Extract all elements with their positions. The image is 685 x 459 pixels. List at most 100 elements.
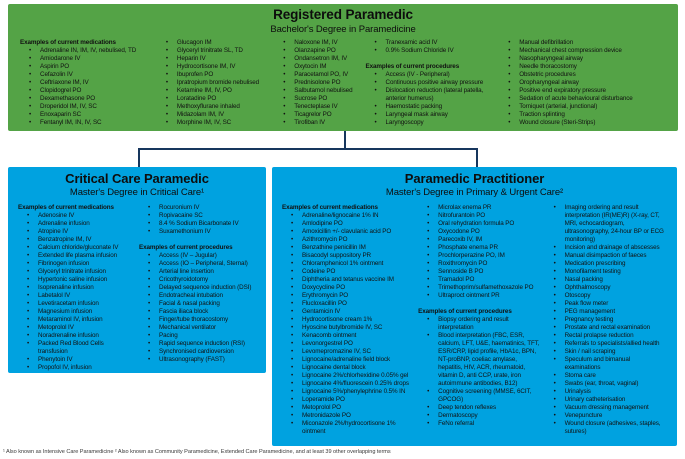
list-section: Manual defibrillationMechanical chest co… — [499, 39, 668, 127]
list-section: Microlax enema PRNitrofurantoin POOral r… — [418, 204, 540, 300]
registered-paramedic-box: Registered Paramedic Bachelor's Degree i… — [8, 4, 678, 131]
paramedic-practitioner-box: Paramedic Practitioner Master's Degree i… — [272, 167, 677, 446]
list-item: Adrenaline IN, IM, IV, nebulised, TD — [20, 47, 153, 55]
list-section: Examples of current proceduresBiopsy ord… — [418, 308, 540, 428]
list-item: Referrals to specialists/allied health — [545, 340, 667, 348]
list-item: Roxithromycin PO — [418, 260, 540, 268]
list-item: Glucagon IM — [157, 39, 270, 47]
registered-paramedic-subtitle: Bachelor's Degree in Paramedicine — [270, 24, 416, 35]
list-item: Loratadine PO — [157, 95, 270, 103]
list-item: Needle thoracostomy — [499, 63, 668, 71]
list-item: Facial & nasal packing — [139, 300, 256, 308]
list-item: 8.4 % Sodium Bicarbonate IV — [139, 220, 256, 228]
list-item: Propofol IV, infusion — [18, 364, 135, 372]
list-item: Metoprolol PO — [282, 404, 414, 412]
list-item: Oropharyngeal airway — [499, 79, 668, 87]
list-section: Glucagon IMGlyceryl trinitrate SL, TDHep… — [157, 39, 270, 127]
list-item: Adrenaline infusion — [18, 220, 135, 228]
connector-drop-right — [476, 148, 478, 167]
list-item: Miconazole 2%/hydrocortisone 1% ointment — [282, 420, 414, 436]
section-header: Examples of current procedures — [365, 63, 460, 70]
list-item: Gentamicin IV — [282, 308, 414, 316]
item-list: Tranexamic acid IV0.9% Sodium Chloride I… — [366, 39, 496, 55]
list-item: Nitrofurantoin PO — [418, 212, 540, 220]
list-item: Metaraminol IV, infusion — [18, 316, 135, 324]
list-item: Incision and drainage of abscesses — [545, 244, 667, 252]
list-item: Lignocaine 5%/phenylephrine 0.5% IN — [282, 388, 414, 396]
list-item: Ultraproct ointment PR — [418, 292, 540, 300]
list-section: Examples of current medicationsAdrenalin… — [282, 204, 414, 436]
list-item: Clopidogrel PO — [20, 87, 153, 95]
list-item: Deep tendon reflexes — [418, 404, 540, 412]
item-list: Imaging ordering and result interpretati… — [545, 204, 667, 436]
list-item: Haemostatic packing — [366, 103, 496, 111]
list-item: Access (IV – Jugular) — [139, 252, 256, 260]
list-item: Atropine IV — [18, 228, 135, 236]
list-item: Erythromycin PO — [282, 292, 414, 300]
list-item: Hydrocortisone cream 1% — [282, 316, 414, 324]
list-item: Labetalol IV — [18, 292, 135, 300]
list-section: Tranexamic acid IV0.9% Sodium Chloride I… — [366, 39, 496, 55]
list-item: Tranexamic acid IV — [366, 39, 496, 47]
list-item: Paracetamol PO, IV — [274, 71, 361, 79]
list-item: Diphtheria and tetanus vaccine IM — [282, 276, 414, 284]
item-list: Access (IV – Jugular)Access (IO – Periph… — [139, 252, 256, 364]
list-item: Amiodarone IV — [20, 55, 153, 63]
item-list: Rocuronium IVRopivacaine SC8.4 % Sodium … — [139, 204, 256, 236]
list-item: Finger/tube thoracostomy — [139, 316, 256, 324]
connector-drop-left — [138, 148, 140, 167]
list-item: Oxytocin IM — [274, 63, 361, 71]
section-header: Examples of current medications — [18, 204, 114, 211]
list-item: Metronidazole PO — [282, 412, 414, 420]
list-item: Glyceryl trinitrate infusion — [18, 268, 135, 276]
list-item: Manual disimpaction of faeces — [545, 252, 667, 260]
list-item: Torniquet (arterial, junctional) — [499, 103, 668, 111]
list-item: Rocuronium IV — [139, 204, 256, 212]
list-item: Ticagrelor PO — [274, 111, 361, 119]
list-item: Ibuprofen PO — [157, 71, 270, 79]
list-item: Access (IO – Peripheral, Sternal) — [139, 260, 256, 268]
list-column: Examples of current medicationsAdrenalin… — [282, 204, 418, 436]
list-item: Flucloxacillin PO — [282, 300, 414, 308]
list-item: Enoxaparin SC — [20, 111, 153, 119]
list-section: Imaging ordering and result interpretati… — [545, 204, 667, 436]
section-header: Examples of current medications — [20, 39, 116, 46]
list-item: Endotracheal intubation — [139, 292, 256, 300]
list-item: Delayed sequence induction (DSI) — [139, 284, 256, 292]
list-item: Ondansetron IM, IV — [274, 55, 361, 63]
list-item: Prednisolone PO — [274, 79, 361, 87]
footnote: ¹ Also known as Intensive Care Paramedic… — [3, 449, 391, 455]
list-item: Benzatropine IM, IV — [18, 236, 135, 244]
list-item: Nasopharyngeal airway — [499, 55, 668, 63]
list-item: Calcium chloride/gluconate IV — [18, 244, 135, 252]
list-column: Manual defibrillationMechanical chest co… — [499, 39, 672, 127]
list-item: Biopsy ordering and result interpretatio… — [418, 316, 540, 332]
list-item: Lignocaine 4%/fluorescein 0.25% drops — [282, 380, 414, 388]
list-item: Monofilament testing — [545, 268, 667, 276]
list-item: Parecoxib IV, IM — [418, 236, 540, 244]
list-item: Blood interpretation (FBC, ESR, calcium,… — [418, 332, 540, 388]
list-item: Sennoside B PO — [418, 268, 540, 276]
list-item: Arterial line insertion — [139, 268, 256, 276]
paramedic-practitioner-columns: Examples of current medicationsAdrenalin… — [272, 202, 677, 436]
list-item: Dislocation reduction (lateral patella, … — [366, 87, 496, 103]
list-item: Lignocaine dental block — [282, 364, 414, 372]
list-item: Packed Red Blood Cells transfusion — [18, 340, 135, 356]
list-item: Tramadol PO — [418, 276, 540, 284]
list-column: Imaging ordering and result interpretati… — [545, 204, 671, 436]
list-item: Hyoscine butylbromide IV, SC — [282, 324, 414, 332]
list-item: Dexamethasone PO — [20, 95, 153, 103]
list-item: Levetiracetam infusion — [18, 300, 135, 308]
list-item: Benzathine penicillin IM — [282, 244, 414, 252]
list-column: Microlax enema PRNitrofurantoin POOral r… — [418, 204, 544, 428]
list-item: Sucrose PO — [274, 95, 361, 103]
list-item: Lignocaine/adrenaline field block — [282, 356, 414, 364]
list-item: Venepuncture — [545, 412, 667, 420]
connector-horizontal — [138, 148, 478, 150]
list-item: Droperidol IM, IV, SC — [20, 103, 153, 111]
list-item: Laryngoscopy — [366, 119, 496, 127]
list-item: Azithromycin PO — [282, 236, 414, 244]
list-section: Examples of current proceduresAccess (IV… — [139, 244, 256, 364]
list-item: Ropivacaine SC — [139, 212, 256, 220]
